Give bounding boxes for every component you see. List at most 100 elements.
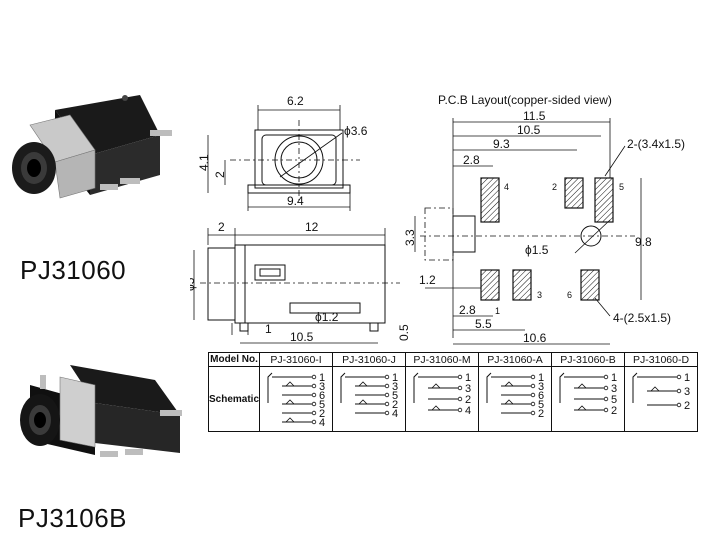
pad-2 [564,177,584,209]
contact-spring [504,381,514,387]
contact-spring [431,383,441,389]
dim-3-3: 3.3 [405,229,417,246]
pcb-title: P.C.B Layout(copper-sided view) [438,93,612,107]
pin-terminal [311,419,317,425]
pin-number: 1 [465,372,471,384]
pin-number: 3 [611,383,617,395]
schematic-label: Schematic [207,366,261,432]
svg-text:5: 5 [619,182,624,192]
dim-side-2: 2 [218,220,225,234]
dim-2: 2 [213,171,227,178]
dim-dia5: ϕ5 [190,277,197,291]
contact-spring [504,399,514,405]
pin-number: 4 [319,417,325,429]
jack-photo-bottom [20,365,182,457]
pin-number: 2 [538,408,544,420]
svg-text:1: 1 [495,306,500,316]
pin-number: 1 [538,372,544,384]
pin-terminal [676,388,682,394]
pin-number: 1 [319,372,325,384]
model-j: PJ-31060-J [332,352,407,367]
pin-number: 1 [611,372,617,384]
pin-number: 5 [319,399,325,411]
svg-text:4: 4 [504,182,509,192]
pcb-layout: 11.5 10.5 9.3 2.8 2-(3.4x1.5) 4 2 5 3.3 … [405,109,685,345]
sleeve-line [486,372,492,403]
pin-number: 4 [465,405,471,417]
pin-terminal [311,401,317,407]
pin-terminal [384,392,390,398]
jack-photo-top [12,95,172,199]
pin-number: 2 [684,400,690,412]
dim-1-2: 1.2 [419,273,436,287]
pin-terminal [457,396,463,402]
dim-10-6: 10.6 [523,331,547,345]
model-b: PJ-31060-B [551,352,626,367]
contact-spring [358,381,368,387]
schematic-d: 1 3 2 [625,367,697,431]
pin-terminal [311,374,317,380]
pad-5 [594,177,614,223]
pad-big-label: 2-(3.4x1.5) [627,137,685,151]
dim-hole: ϕ3.6 [344,124,368,138]
front-view: 6.2 ϕ3.6 4.1 2 9.4 [197,94,368,211]
pin-terminal [676,402,682,408]
pin-terminal [384,374,390,380]
pin-number: 3 [465,383,471,395]
dim-side-1: 1 [265,322,272,336]
pin-terminal [603,385,609,391]
contact-spring [285,417,295,423]
pin-number: 4 [392,408,398,420]
pin-number: 3 [538,381,544,393]
dim-pin-dia: ϕ1.2 [315,310,339,324]
pad-4 [480,177,500,223]
contact-spring [577,383,587,389]
pin-terminal [384,401,390,407]
pin-number: 1 [684,372,690,384]
dim-9-4: 9.4 [287,194,304,208]
pad-1 [480,269,500,301]
dim-0-5: 0.5 [397,324,411,341]
pin-terminal [311,410,317,416]
pin-number: 2 [319,408,325,420]
svg-text:2: 2 [552,182,557,192]
pin-terminal [457,374,463,380]
pin-terminal [530,392,536,398]
model-m: PJ-31060-M [405,352,480,367]
sleeve-line [413,372,419,403]
pin-terminal [676,374,682,380]
schematic-symbol: 1 3 2 [632,372,690,412]
pin-number: 3 [684,386,690,398]
dim-side-12: 12 [305,220,319,234]
dim-4-1: 4.1 [197,154,211,171]
pad-3 [512,269,532,301]
mechanical-drawing: 6.2 ϕ3.6 4.1 2 9.4 2 12 ϕ5 [190,94,411,344]
contact-spring [358,399,368,405]
pin-terminal [530,383,536,389]
dim-9-3: 9.3 [493,137,510,151]
dim-6-2: 6.2 [287,94,304,108]
dim-5-5: 5.5 [475,317,492,331]
dim-pcb-10-5: 10.5 [517,123,541,137]
dim-11-5: 11.5 [523,109,546,123]
pin-terminal [384,410,390,416]
pin-number: 2 [611,405,617,417]
contact-spring [577,405,587,411]
svg-text:3: 3 [537,290,542,300]
side-view: 2 12 ϕ5 1 ϕ1.2 10.5 0.5 [190,220,411,344]
dim-10-5: 10.5 [290,330,314,344]
dim-2-8-top: 2.8 [463,153,480,167]
sleeve-line [559,372,565,403]
pin-number: 3 [319,381,325,393]
model-d: PJ-31060-D [624,352,699,367]
pin-number: 6 [538,390,544,402]
